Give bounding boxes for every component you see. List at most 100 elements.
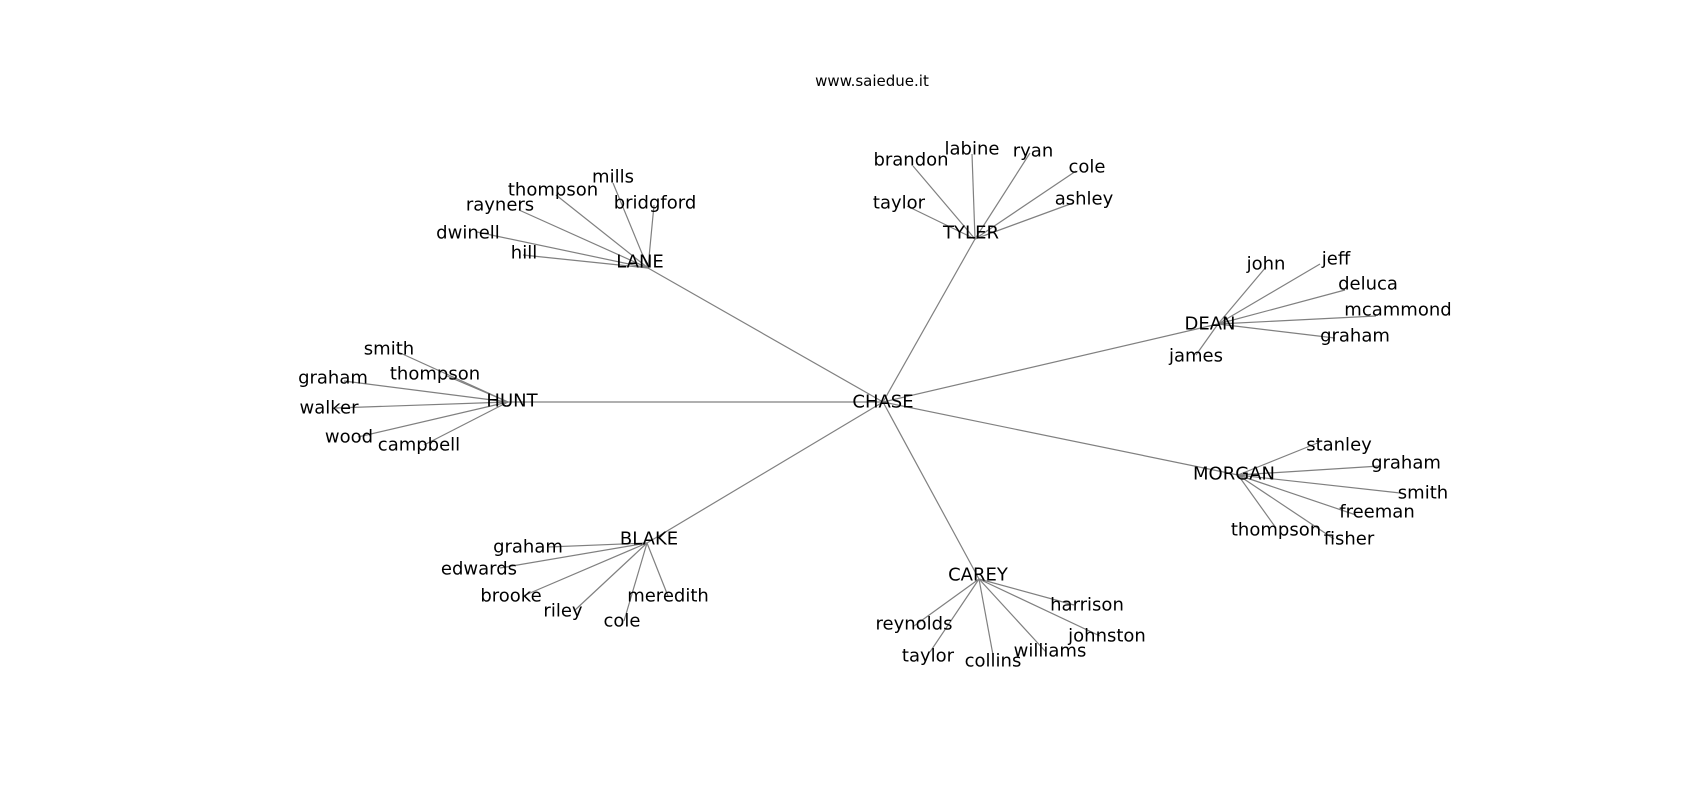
labels: CHASELANEmillsthompsonbridgfordraynersdw… (298, 139, 1452, 672)
hub-node-carey: CAREY (948, 565, 1009, 586)
edge-hunt-campbell (423, 401, 509, 446)
edge-dean-graham (1217, 323, 1336, 339)
edge-blake-riley (573, 542, 648, 612)
leaf-node-hunt-graham: graham (298, 368, 368, 389)
edge-tyler-taylor (906, 205, 976, 240)
hub-node-tyler: TYLER (942, 223, 999, 244)
leaf-node-morgan-fisher: fisher (1324, 529, 1375, 550)
leaf-node-lane-bridgford: bridgford (614, 193, 697, 214)
leaf-node-hunt-campbell: campbell (378, 435, 460, 456)
edge-carey-collins (978, 578, 994, 656)
edge-blake-graham (547, 542, 648, 548)
edge-morgan-graham (1237, 465, 1381, 476)
leaf-node-lane-hill: hill (511, 243, 537, 264)
edge-dean-jeff (1217, 263, 1321, 325)
leaf-node-lane-dwinell: dwinell (436, 223, 500, 244)
edge-chase-blake (646, 401, 884, 544)
edge-morgan-freeman (1237, 474, 1357, 516)
edge-tyler-ashley (974, 202, 1074, 240)
edge-carey-williams (978, 578, 1047, 653)
edge-chase-carey (882, 401, 980, 580)
edge-tyler-cole (974, 170, 1077, 240)
edge-dean-mcammond (1217, 315, 1377, 325)
edge-lane-hill (522, 254, 649, 269)
edge-morgan-smith (1237, 474, 1401, 494)
edge-hunt-thompson (446, 375, 509, 403)
hub-node-blake: BLAKE (620, 529, 678, 550)
edge-lane-rayners (518, 209, 649, 269)
edge-tyler-ryan (974, 152, 1031, 240)
edge-chase-tyler (882, 238, 976, 403)
edge-hunt-graham (343, 380, 509, 403)
edge-chase-lane (647, 267, 884, 403)
edge-hunt-walker (335, 401, 509, 409)
leaf-node-carey-harrison: harrison (1050, 595, 1124, 616)
leaf-node-hunt-smith: smith (364, 339, 414, 360)
leaf-node-morgan-graham: graham (1371, 453, 1441, 474)
leaf-node-blake-brooke: brooke (480, 586, 541, 607)
leaf-node-tyler-brandon: brandon (873, 150, 948, 171)
edge-carey-johnston (978, 578, 1101, 637)
leaf-node-tyler-labine: labine (945, 139, 1000, 160)
edge-lane-bridgford (647, 204, 655, 269)
edge-tyler-brandon (912, 165, 976, 240)
hub-node-hunt: HUNT (486, 391, 538, 412)
hub-node-lane: LANE (616, 252, 664, 273)
edge-blake-meredith (646, 542, 669, 597)
leaf-node-blake-graham: graham (493, 537, 563, 558)
leaf-node-carey-reynolds: reynolds (876, 614, 953, 635)
leaf-node-morgan-stanley: stanley (1306, 435, 1372, 456)
leaf-node-morgan-smith: smith (1398, 483, 1448, 504)
edge-chase-dean (882, 323, 1219, 403)
leaf-node-morgan-thompson: thompson (1231, 520, 1321, 541)
leaf-node-dean-mcammond: mcammond (1344, 300, 1451, 321)
leaf-node-blake-meredith: meredith (627, 586, 709, 607)
edge-carey-harrison (978, 578, 1075, 606)
leaf-node-lane-thompson: thompson (508, 180, 598, 201)
leaf-node-carey-collins: collins (965, 651, 1022, 672)
leaf-node-tyler-taylor: taylor (873, 193, 926, 214)
edge-hunt-wood (357, 401, 509, 438)
leaf-node-tyler-ashley: ashley (1055, 189, 1114, 210)
edge-blake-brooke (522, 542, 648, 597)
site-title: www.saiedue.it (815, 72, 929, 90)
edge-morgan-stanley (1237, 441, 1321, 476)
leaf-node-dean-jeff: jeff (1321, 249, 1351, 270)
edge-morgan-thompson (1237, 474, 1277, 529)
leaf-node-hunt-walker: walker (299, 398, 359, 419)
edge-blake-cole (623, 542, 648, 622)
leaf-node-blake-cole: cole (604, 611, 641, 632)
leaf-node-blake-riley: riley (543, 601, 582, 622)
leaf-node-hunt-thompson: thompson (390, 364, 480, 385)
edge-lane-thompson (555, 194, 649, 269)
leaf-node-lane-rayners: rayners (466, 195, 534, 216)
edges (335, 152, 1401, 656)
edge-chase-morgan (882, 401, 1239, 476)
edge-tyler-labine (971, 153, 976, 240)
hub-node-morgan: MORGAN (1193, 464, 1275, 485)
edge-lane-dwinell (476, 231, 649, 269)
root-node-chase: CHASE (852, 392, 913, 413)
edge-morgan-fisher (1237, 474, 1335, 540)
leaf-node-hunt-wood: wood (325, 427, 373, 448)
leaf-node-tyler-cole: cole (1069, 157, 1106, 178)
edge-dean-deluca (1217, 289, 1346, 325)
edge-dean-john (1217, 266, 1267, 325)
leaf-node-tyler-ryan: ryan (1013, 141, 1054, 162)
leaf-node-morgan-freeman: freeman (1339, 502, 1414, 523)
leaf-node-dean-james: james (1168, 346, 1223, 367)
edge-blake-edwards (499, 542, 648, 569)
leaf-node-dean-john: john (1246, 254, 1286, 275)
leaf-node-blake-edwards: edwards (441, 559, 517, 580)
leaf-node-carey-williams: williams (1014, 641, 1087, 662)
edge-dean-james (1195, 323, 1219, 356)
leaf-node-dean-graham: graham (1320, 326, 1390, 347)
leaf-node-lane-mills: mills (592, 167, 634, 188)
edge-carey-taylor (929, 578, 980, 653)
edge-carey-reynolds (913, 578, 980, 627)
hub-node-dean: DEAN (1184, 314, 1235, 335)
edge-lane-mills (612, 182, 649, 269)
leaf-node-dean-deluca: deluca (1338, 274, 1398, 295)
leaf-node-carey-johnston: johnston (1067, 626, 1146, 647)
